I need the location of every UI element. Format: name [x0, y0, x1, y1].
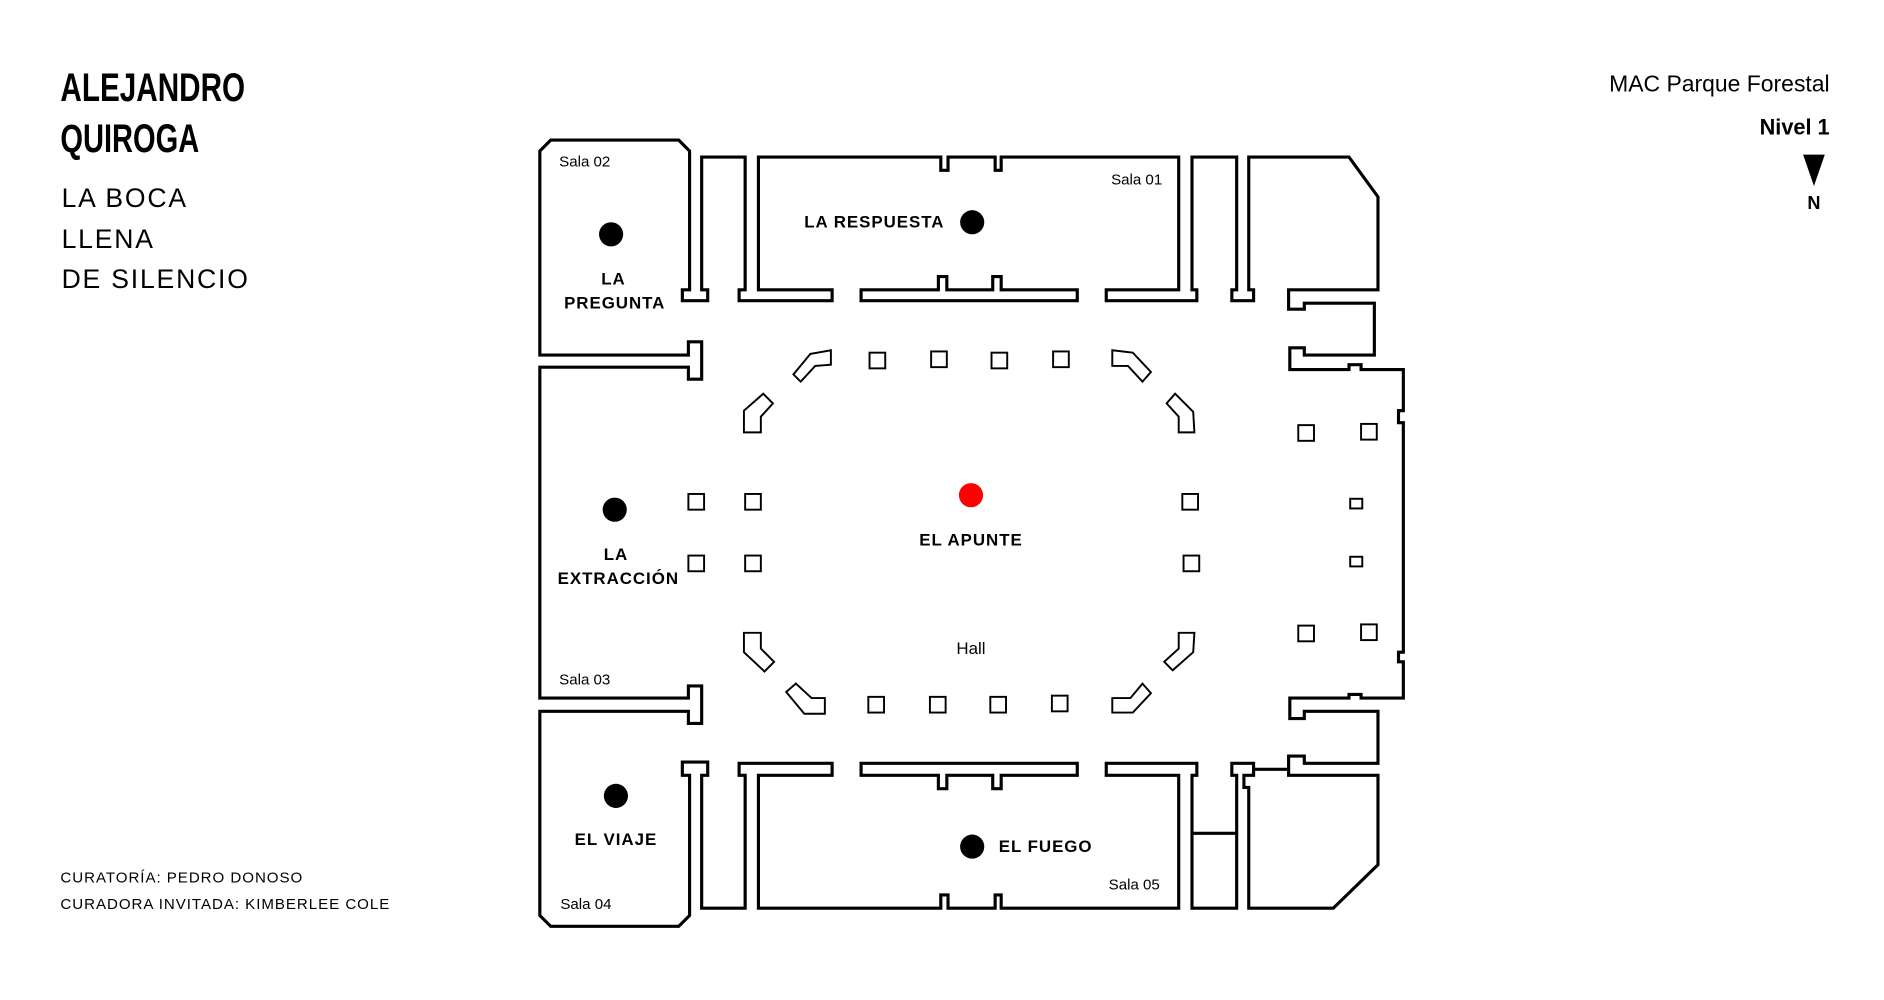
room-label-hall: Hall	[956, 639, 985, 658]
artwork-marker-el-fuego[interactable]	[960, 834, 985, 859]
artwork-label-la-pregunta-1: LA	[601, 269, 625, 288]
corner-pillar	[1165, 392, 1196, 434]
north-label: N	[1807, 193, 1820, 213]
title-line2: LLENA	[62, 224, 155, 254]
artwork-label-el-fuego: EL FUEGO	[999, 837, 1093, 856]
column	[687, 492, 706, 511]
level-label: Nivel 1	[1760, 114, 1830, 139]
artwork-marker-el-viaje[interactable]	[603, 783, 628, 808]
column	[1360, 422, 1378, 441]
column	[928, 695, 947, 714]
room-label-sala-05: Sala 05	[1109, 877, 1160, 894]
artist-name-line1: ALEJANDRO	[60, 66, 245, 110]
column	[1181, 492, 1199, 511]
exhibition-title: LA BOCA LLENA DE SILENCIO	[62, 183, 250, 294]
column	[1297, 624, 1315, 643]
guest-curator-credit: CURADORA INVITADA: KIMBERLEE COLE	[60, 896, 390, 913]
corner-pillar	[742, 631, 776, 673]
artwork-marker-el-apunte[interactable]	[958, 483, 984, 508]
column	[1052, 350, 1070, 369]
room-label-sala-03: Sala 03	[559, 671, 610, 688]
corner-pillar	[784, 682, 826, 715]
artist-name: ALEJANDRO QUIROGA	[60, 66, 245, 161]
column	[1297, 424, 1315, 442]
room-label-sala-02: Sala 02	[559, 153, 610, 170]
corner-pillar	[742, 392, 775, 434]
corner-pillar	[1162, 631, 1196, 672]
artwork-label-la-respuesta: LA RESPUESTA	[804, 213, 944, 232]
artwork-label-la-extraccion-2: EXTRACCIÓN	[558, 569, 679, 588]
artwork-marker-la-extraccion[interactable]	[602, 497, 627, 522]
column	[1349, 497, 1364, 510]
artwork-marker-la-respuesta[interactable]	[960, 210, 985, 235]
column	[868, 351, 887, 370]
column	[990, 351, 1009, 370]
hall-columns	[687, 349, 1378, 715]
title-line1: LA BOCA	[62, 183, 188, 213]
artwork-label-el-apunte: EL APUNTE	[919, 530, 1022, 549]
building-walls	[538, 138, 1405, 928]
column	[1182, 554, 1201, 573]
column	[1349, 555, 1364, 568]
column	[1050, 694, 1069, 713]
title-line3: DE SILENCIO	[62, 264, 250, 294]
artist-name-line2: QUIROGA	[60, 117, 199, 161]
room-label-sala-04: Sala 04	[560, 896, 611, 913]
hall-north-wall	[859, 275, 1079, 303]
artwork-label-la-pregunta-2: PREGUNTA	[564, 294, 665, 313]
venue-name: MAC Parque Forestal	[1609, 70, 1830, 96]
column	[744, 492, 762, 511]
curator-credit: CURATORÍA: PEDRO DONOSO	[60, 870, 303, 887]
column	[930, 350, 948, 369]
artwork-label-el-viaje: EL VIAJE	[575, 830, 658, 849]
hall-south-wall	[859, 761, 1079, 791]
north-arrow-icon	[1803, 154, 1825, 186]
column	[1360, 623, 1378, 642]
partition-wall	[1193, 767, 1289, 835]
artwork-marker-la-pregunta[interactable]	[599, 222, 624, 247]
corner-pillar	[1111, 349, 1153, 384]
column	[867, 695, 885, 714]
column	[687, 554, 706, 573]
corner-pillar	[1111, 682, 1153, 714]
column	[989, 695, 1007, 714]
room-label-sala-01: Sala 01	[1111, 171, 1162, 188]
artwork-label-la-extraccion-1: LA	[604, 545, 628, 564]
column	[744, 554, 762, 573]
corner-pillar	[792, 349, 832, 384]
